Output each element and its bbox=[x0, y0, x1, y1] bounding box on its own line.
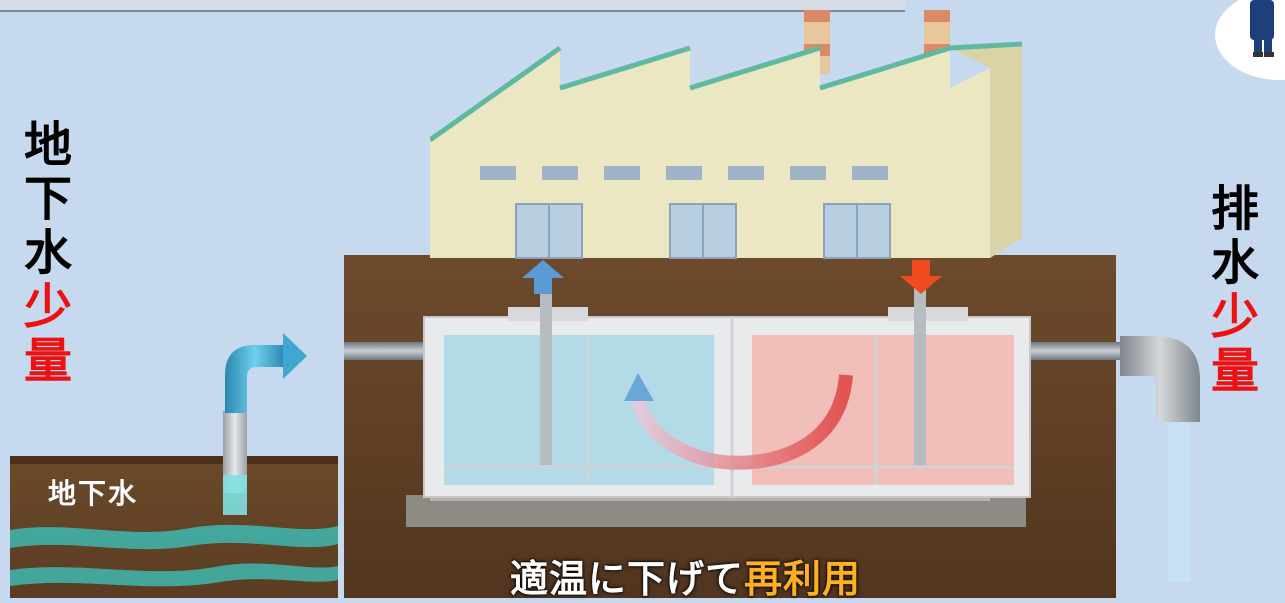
groundwater-pipe-icon bbox=[223, 333, 307, 515]
recirculation-arrow-icon bbox=[631, 374, 853, 470]
right-label-char-2: 水 bbox=[1210, 235, 1259, 291]
left-label-emphasis-2: 量 bbox=[23, 333, 72, 389]
left-label-char-3: 水 bbox=[23, 225, 72, 281]
inlet-pipe bbox=[344, 342, 434, 360]
warm-outflow-arrow-icon bbox=[900, 260, 942, 294]
groundwater-ground-panel bbox=[10, 456, 338, 598]
left-label-char-1: 地 bbox=[23, 117, 72, 173]
left-label-char-2: 下 bbox=[23, 171, 72, 227]
factory-icon bbox=[430, 10, 1023, 259]
left-label-emphasis-1: 少 bbox=[23, 279, 72, 335]
outlet-pipe bbox=[1028, 342, 1128, 360]
groundwater-layers bbox=[10, 456, 338, 587]
cool-inflow-arrow-icon bbox=[522, 260, 564, 294]
right-label-emphasis-2: 量 bbox=[1210, 343, 1259, 399]
groundwater-small-amount-label: 地 下 水 少 量 bbox=[18, 118, 78, 388]
caption-highlight: 再利用 bbox=[744, 557, 862, 601]
reuse-caption: 適温に下げて再利用 bbox=[510, 548, 861, 603]
person-icon bbox=[1250, 0, 1274, 57]
heat-storage-tank bbox=[344, 285, 1128, 527]
warm-water-chamber bbox=[752, 335, 1014, 485]
caption-main: 適温に下げて bbox=[510, 557, 745, 601]
drainage-small-amount-label: 排 水 少 量 bbox=[1205, 182, 1265, 398]
cool-water-chamber bbox=[444, 335, 714, 485]
top-border-bar bbox=[0, 0, 905, 12]
groundwater-text: 地下水 bbox=[48, 477, 139, 510]
right-label-char-1: 排 bbox=[1210, 181, 1259, 237]
right-label-emphasis-1: 少 bbox=[1210, 289, 1259, 345]
drain-pipe-icon bbox=[1120, 336, 1200, 582]
